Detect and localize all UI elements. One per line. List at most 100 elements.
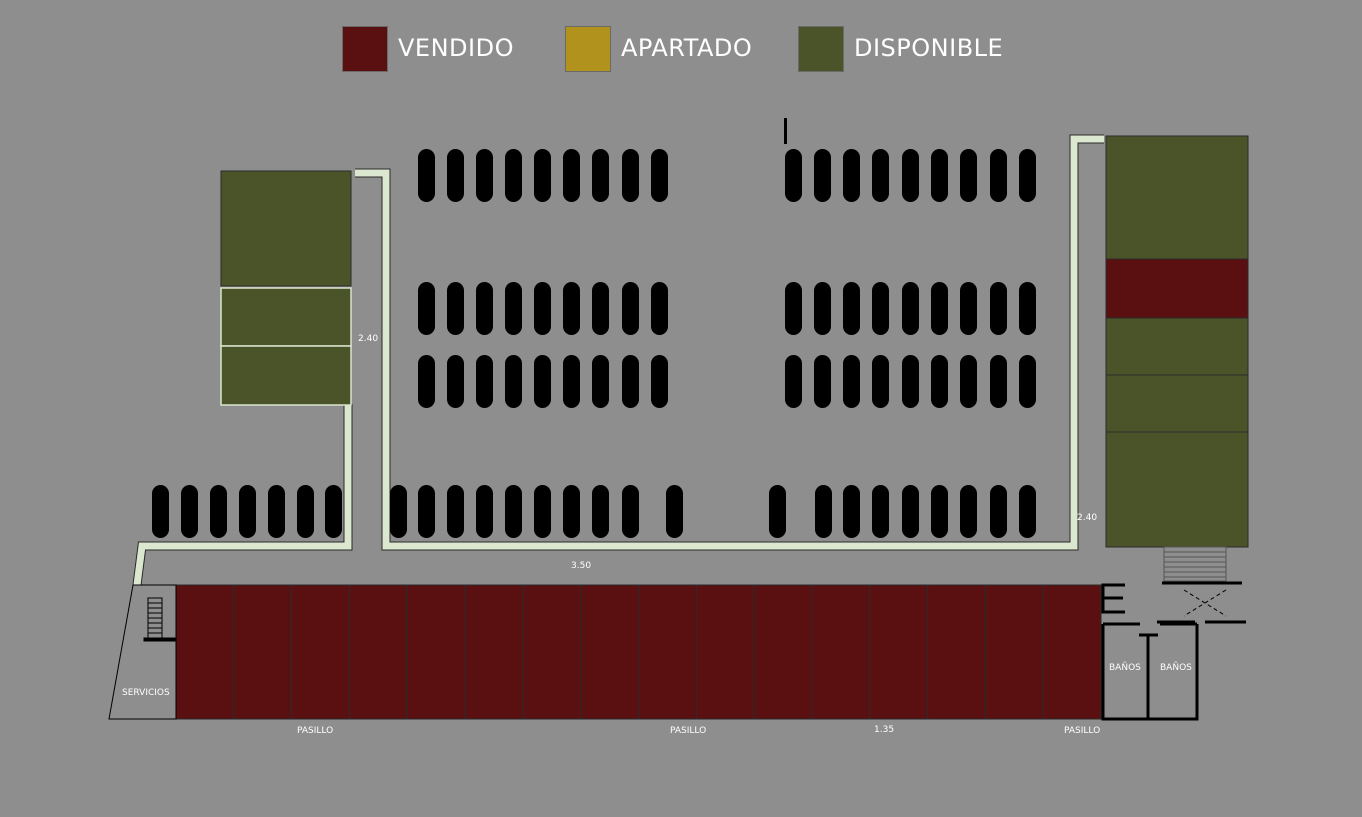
corridor-path-main bbox=[355, 135, 1104, 550]
unit-right-3[interactable] bbox=[1105, 317, 1249, 376]
unit-bottom-15[interactable] bbox=[984, 584, 1044, 720]
unit-right-4[interactable] bbox=[1105, 374, 1249, 433]
parking-space bbox=[990, 282, 1007, 335]
unit-bottom-14[interactable] bbox=[927, 584, 986, 720]
unit-bottom-16[interactable] bbox=[1042, 584, 1102, 720]
parking-space bbox=[843, 485, 860, 538]
legend-swatch-disponible bbox=[798, 26, 844, 72]
dimension-label-bottom: 1.35 bbox=[874, 725, 894, 735]
parking-space bbox=[960, 282, 977, 335]
parking-space bbox=[210, 485, 227, 538]
parking-space bbox=[1019, 355, 1036, 408]
unit-bottom-5[interactable] bbox=[406, 584, 466, 720]
parking-space bbox=[843, 149, 860, 202]
unit-right-1[interactable] bbox=[1105, 135, 1249, 260]
parking-space bbox=[785, 282, 802, 335]
parking-space bbox=[476, 485, 493, 538]
unit-left-2[interactable] bbox=[220, 287, 352, 347]
parking-space bbox=[592, 355, 609, 408]
parking-space bbox=[563, 282, 580, 335]
left-block bbox=[220, 170, 352, 406]
unit-left-3[interactable] bbox=[220, 345, 352, 406]
parking-space bbox=[418, 355, 435, 408]
parking-space bbox=[666, 485, 683, 538]
unit-bottom-3[interactable] bbox=[291, 584, 350, 720]
parking-space bbox=[418, 149, 435, 202]
parking-space bbox=[990, 485, 1007, 538]
unit-bottom-11[interactable] bbox=[753, 584, 813, 720]
parking-space bbox=[769, 485, 786, 538]
parking-space bbox=[843, 355, 860, 408]
stairs-left-icon bbox=[143, 597, 177, 642]
unit-bottom-10[interactable] bbox=[695, 584, 755, 720]
parking-space bbox=[534, 355, 551, 408]
parking-space bbox=[592, 485, 609, 538]
stairs-right-icon bbox=[1163, 546, 1227, 582]
bathroom-label-2: BAÑOS bbox=[1160, 662, 1192, 673]
legend-label-vendido: VENDIDO bbox=[398, 34, 514, 62]
parking-space bbox=[872, 355, 889, 408]
parking-space bbox=[902, 355, 919, 408]
services-area bbox=[108, 584, 177, 720]
parking-space bbox=[785, 355, 802, 408]
parking-space bbox=[990, 149, 1007, 202]
unit-right-2[interactable] bbox=[1105, 258, 1249, 319]
parking-space bbox=[622, 355, 639, 408]
parking-space bbox=[476, 149, 493, 202]
services-label: SERVICIOS bbox=[122, 688, 170, 698]
dimension-label-right: 2.40 bbox=[1077, 513, 1097, 523]
parking-space bbox=[1019, 282, 1036, 335]
parking-space bbox=[476, 355, 493, 408]
unit-bottom-13[interactable] bbox=[869, 584, 929, 720]
parking-space bbox=[785, 149, 802, 202]
parking-space bbox=[447, 485, 464, 538]
hallway-label-2: PASILLO bbox=[670, 726, 706, 736]
unit-bottom-4[interactable] bbox=[348, 584, 408, 720]
unit-bottom-6[interactable] bbox=[464, 584, 524, 720]
hallway-label-3: PASILLO bbox=[1064, 726, 1100, 736]
marker-tick bbox=[784, 118, 787, 144]
unit-bottom-9[interactable] bbox=[638, 584, 697, 720]
parking-space bbox=[418, 485, 435, 538]
parking-space bbox=[960, 149, 977, 202]
unit-bottom-8[interactable] bbox=[580, 584, 639, 720]
parking-space bbox=[814, 282, 831, 335]
unit-left-1[interactable] bbox=[220, 170, 352, 287]
legend: VENDIDO APARTADO DISPONIBLE bbox=[0, 26, 1362, 72]
parking-space bbox=[592, 149, 609, 202]
parking-space bbox=[902, 149, 919, 202]
parking-space bbox=[181, 485, 198, 538]
unit-bottom-2[interactable] bbox=[233, 584, 293, 720]
parking-space bbox=[505, 282, 522, 335]
parking-space bbox=[534, 282, 551, 335]
parking-space bbox=[814, 355, 831, 408]
corridor-edge bbox=[355, 134, 1104, 551]
parking-space bbox=[325, 485, 342, 538]
parking-space bbox=[1019, 485, 1036, 538]
parking-space bbox=[563, 485, 580, 538]
parking-space bbox=[563, 355, 580, 408]
parking-space bbox=[297, 485, 314, 538]
parking-space bbox=[651, 282, 668, 335]
parking-space bbox=[476, 282, 493, 335]
unit-bottom-12[interactable] bbox=[811, 584, 871, 720]
parking-space bbox=[534, 149, 551, 202]
parking-space bbox=[622, 149, 639, 202]
bottom-row bbox=[175, 584, 1102, 720]
unit-bottom-7[interactable] bbox=[522, 584, 582, 720]
dimension-label-left: 2.40 bbox=[358, 334, 378, 344]
dimension-label-corridor: 3.50 bbox=[571, 561, 591, 571]
corridor-path-left bbox=[133, 404, 352, 586]
unit-bottom-1[interactable] bbox=[175, 584, 235, 720]
parking-space bbox=[931, 149, 948, 202]
parking-space bbox=[843, 282, 860, 335]
parking-space bbox=[960, 485, 977, 538]
unit-right-5[interactable] bbox=[1105, 431, 1249, 548]
parking-space bbox=[651, 149, 668, 202]
right-block bbox=[1105, 135, 1249, 548]
parking-space bbox=[592, 282, 609, 335]
parking-space bbox=[534, 485, 551, 538]
legend-label-apartado: APARTADO bbox=[621, 34, 753, 62]
elevator-icon bbox=[1157, 581, 1246, 624]
parking-space bbox=[931, 355, 948, 408]
